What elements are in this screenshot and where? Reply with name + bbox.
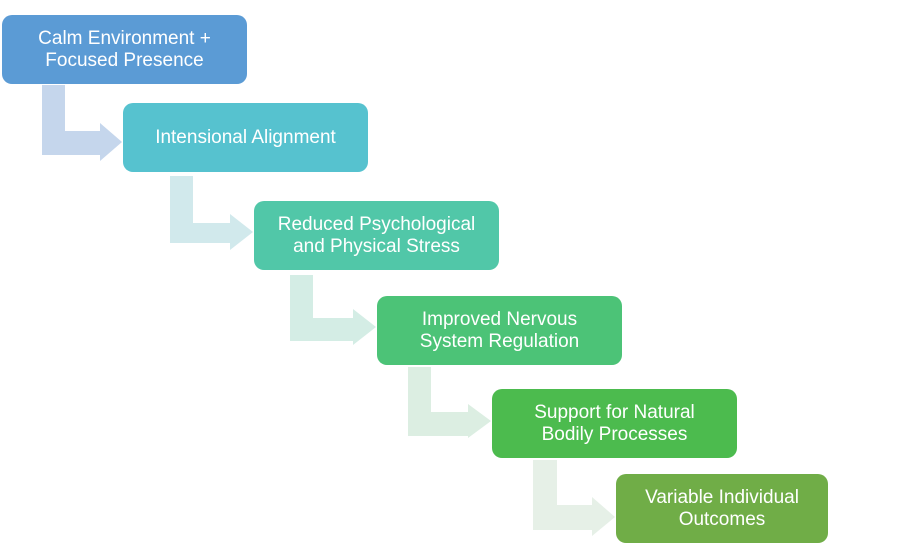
step-label: Intensional Alignment xyxy=(155,126,336,148)
step-label: Reduced Psychological and Physical Stres… xyxy=(277,213,476,257)
bent-arrow-5-to-6 xyxy=(533,460,615,536)
step-label: Variable Individual Outcomes xyxy=(645,486,799,530)
step-nervous-system-regulation: Improved Nervous System Regulation xyxy=(377,296,622,365)
step-bodily-processes: Support for Natural Bodily Processes xyxy=(492,389,737,458)
step-reduced-stress: Reduced Psychological and Physical Stres… xyxy=(254,201,499,270)
step-label: Improved Nervous System Regulation xyxy=(419,308,580,352)
bent-arrow-4-to-5 xyxy=(408,367,491,438)
bent-arrow-1-to-2 xyxy=(42,85,122,161)
step-label: Support for Natural Bodily Processes xyxy=(534,401,695,445)
bent-arrow-3-to-4 xyxy=(290,275,376,345)
step-intensional-alignment: Intensional Alignment xyxy=(123,103,368,172)
step-variable-outcomes: Variable Individual Outcomes xyxy=(616,474,828,543)
step-label: Calm Environment + Focused Presence xyxy=(38,27,211,71)
step-calm-environment: Calm Environment + Focused Presence xyxy=(2,15,247,84)
bent-arrow-2-to-3 xyxy=(170,176,253,250)
